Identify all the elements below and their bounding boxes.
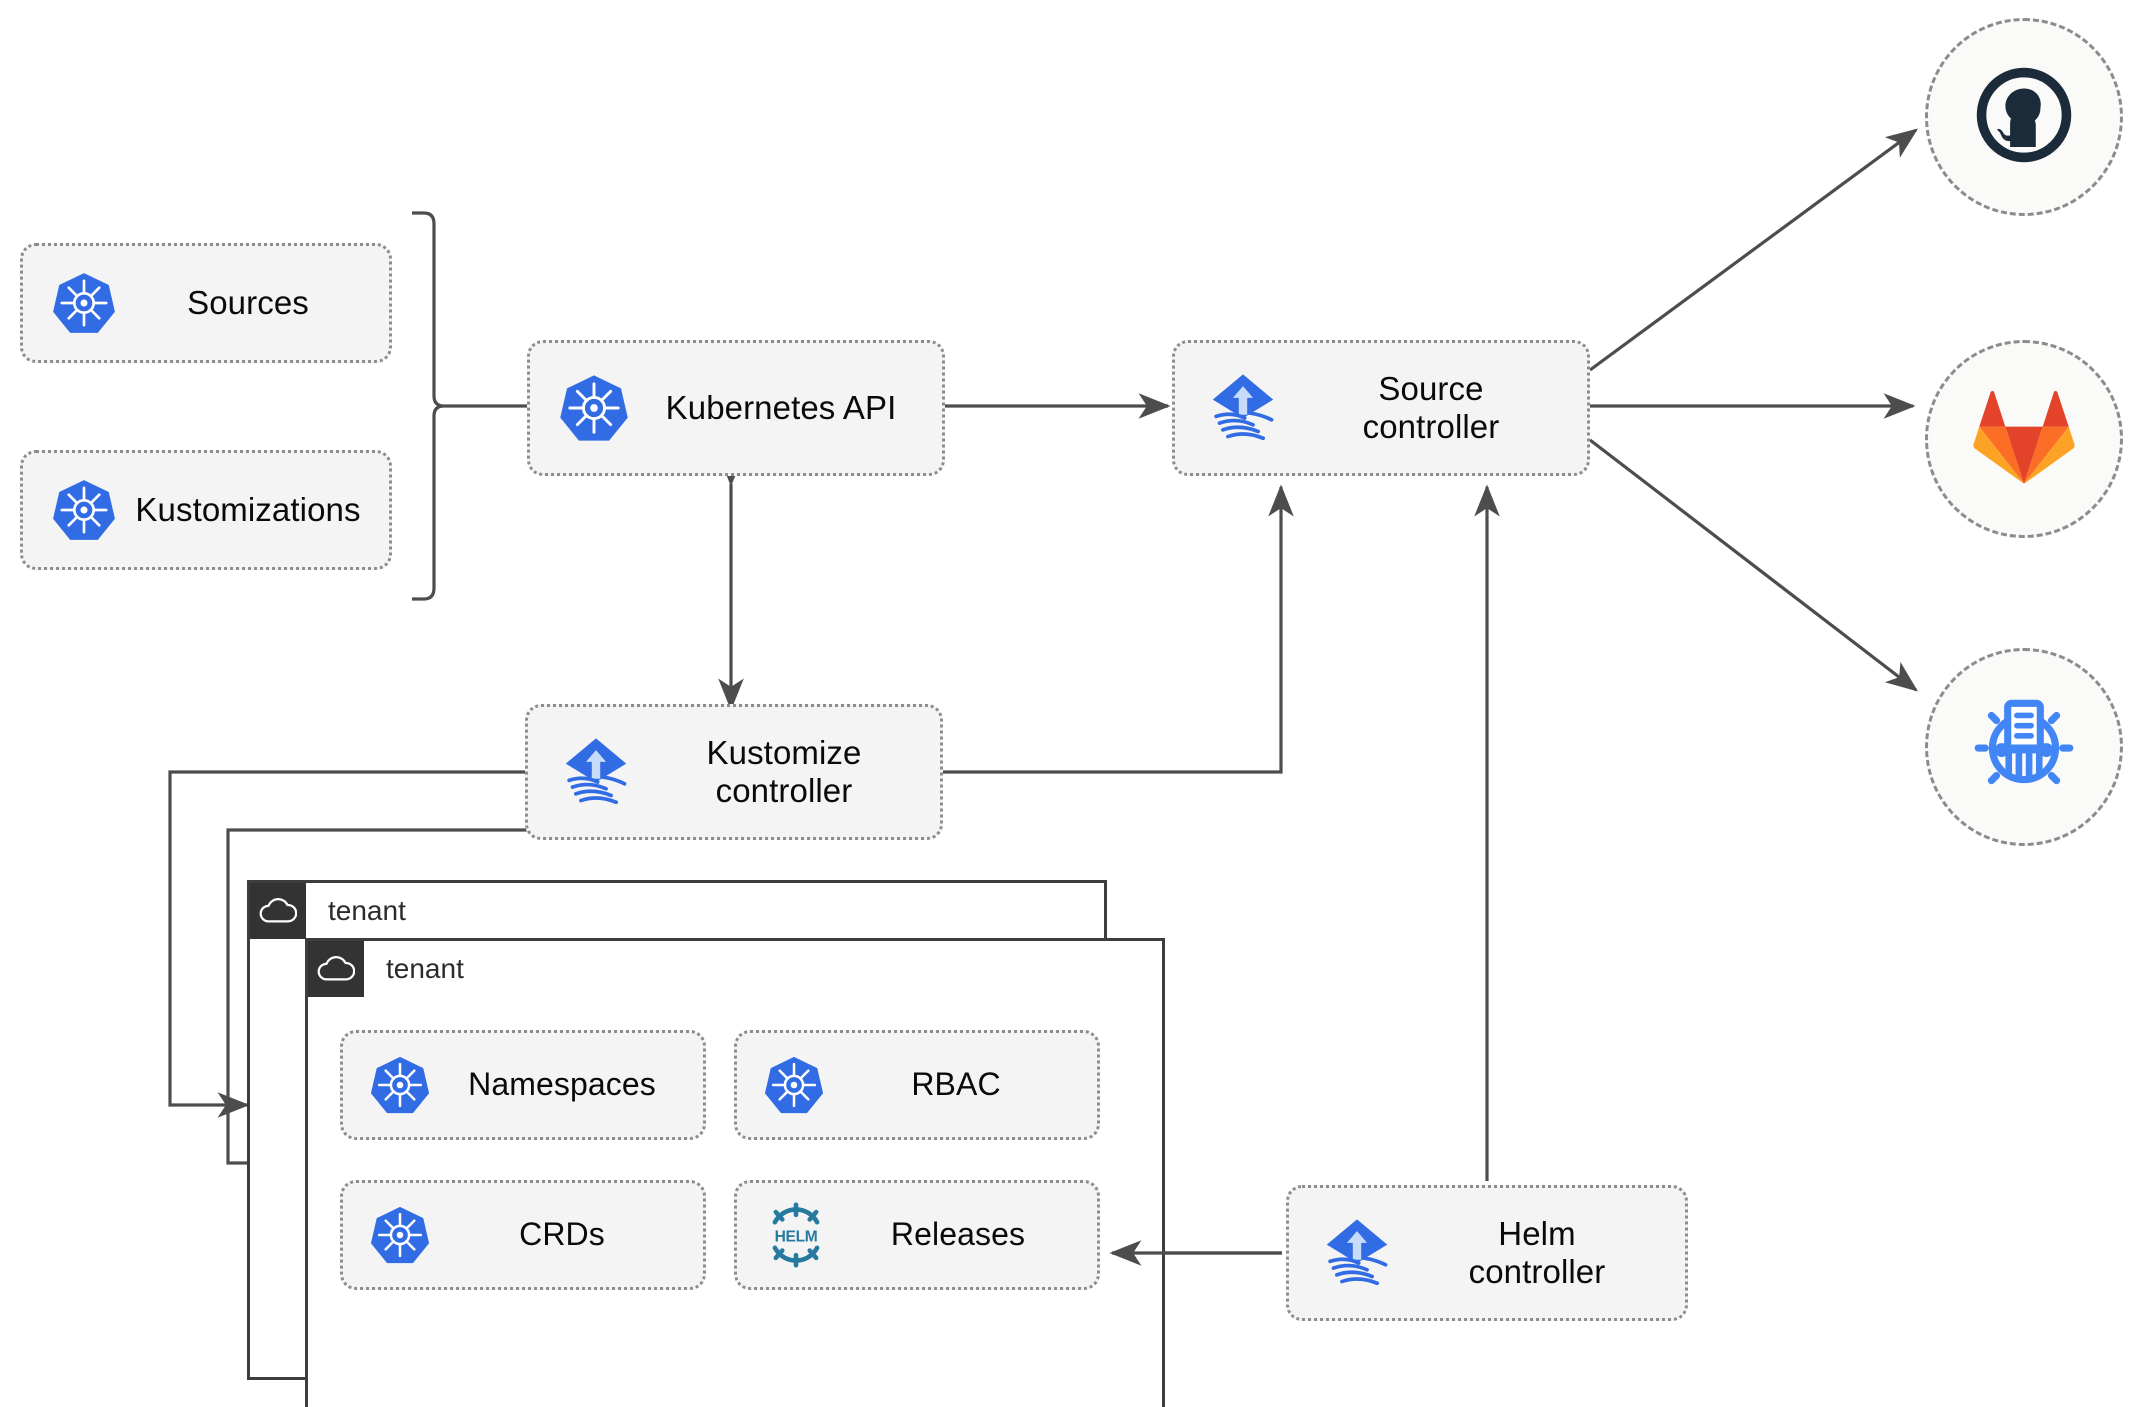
cloud-icon (250, 883, 306, 939)
node-rbac[interactable]: RBAC (734, 1030, 1100, 1140)
kubernetes-icon (369, 1054, 431, 1116)
cloud-icon (308, 941, 364, 997)
kubernetes-icon (558, 372, 630, 444)
node-label: Releases (890, 1216, 1026, 1253)
node-label: CRDs (519, 1216, 605, 1253)
flux-icon (1201, 366, 1285, 450)
gitlab-icon (1972, 385, 2076, 494)
node-sources[interactable]: Sources (20, 243, 392, 363)
kubernetes-icon (369, 1204, 431, 1266)
node-label: Kustomize controller (706, 733, 862, 809)
tenant-label: tenant (386, 953, 464, 984)
svg-text:HELM: HELM (775, 1228, 818, 1245)
node-label: Helm controller (1468, 1214, 1606, 1290)
flux-icon (1315, 1211, 1399, 1295)
repo-helm-repository[interactable] (1925, 648, 2123, 846)
github-icon (1972, 63, 2076, 172)
node-helm-controller[interactable]: Helm controller (1286, 1185, 1688, 1321)
node-label: Source controller (1362, 369, 1500, 445)
tenant-label: tenant (328, 895, 406, 926)
node-kustomizations[interactable]: Kustomizations (20, 450, 392, 570)
flux-icon (554, 730, 638, 814)
node-kustomize-controller[interactable]: Kustomize controller (525, 704, 943, 840)
node-releases[interactable]: HELM Releases (734, 1180, 1100, 1290)
node-label: RBAC (911, 1066, 1001, 1103)
node-label: Kubernetes API (665, 388, 897, 426)
repo-gitlab[interactable] (1925, 340, 2123, 538)
node-crds[interactable]: CRDs (340, 1180, 706, 1290)
helm-icon: HELM (763, 1202, 829, 1268)
repo-github[interactable] (1925, 18, 2123, 216)
kubernetes-icon (51, 270, 117, 336)
node-label: Sources (187, 283, 309, 321)
tenant-header: tenant (308, 941, 464, 997)
kubernetes-icon (763, 1054, 825, 1116)
node-label: Kustomizations (135, 490, 361, 528)
node-source-controller[interactable]: Source controller (1172, 340, 1590, 476)
tenant-box-2[interactable]: tenant (305, 938, 1165, 1407)
tenant-header: tenant (250, 883, 406, 939)
kubernetes-icon (51, 477, 117, 543)
node-namespaces[interactable]: Namespaces (340, 1030, 706, 1140)
node-kubernetes-api[interactable]: Kubernetes API (527, 340, 945, 476)
helm-repository-icon (1968, 689, 2080, 806)
node-label: Namespaces (468, 1066, 656, 1103)
